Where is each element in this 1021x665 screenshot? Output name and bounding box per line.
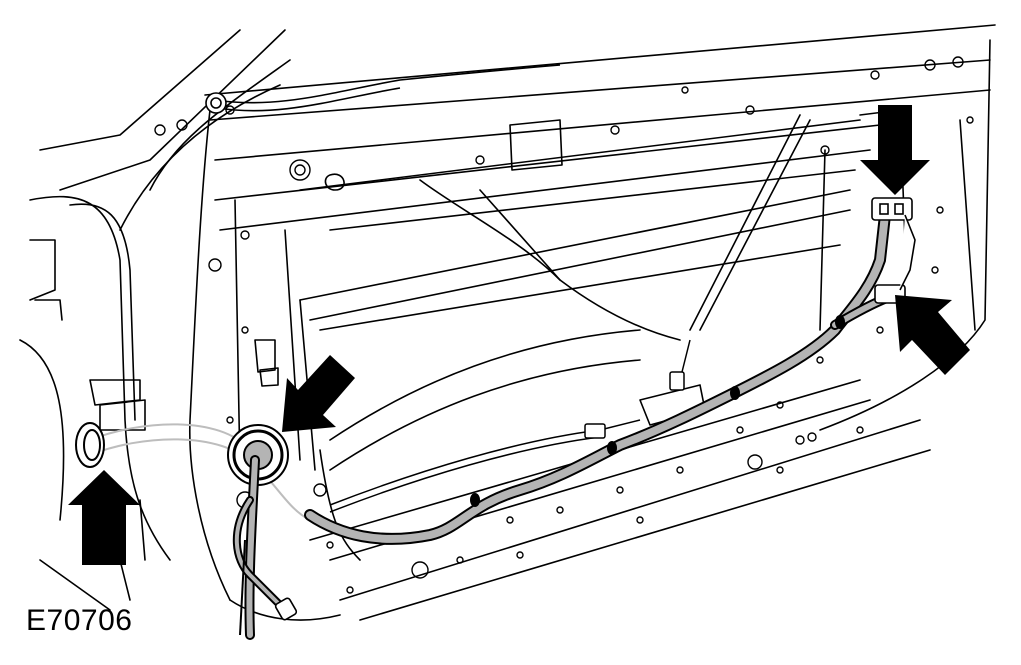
arrow-down-icon: [860, 105, 930, 195]
arrow-down-left-icon: [282, 355, 355, 432]
upper-cable: [214, 64, 561, 112]
door-frame-outline: [19, 24, 996, 621]
harness-drop-cable: [232, 455, 298, 640]
upper-right-connectors: [871, 197, 916, 304]
upper-cable-grommet: [205, 92, 227, 114]
mounting-holes: [154, 56, 974, 594]
figure-reference-code: E70706: [26, 604, 133, 637]
cable-connector-block: [584, 371, 685, 439]
drop-connector: [274, 597, 298, 621]
arrows: [68, 105, 970, 565]
arrow-up-icon: [68, 470, 140, 565]
regulator-cable: [329, 339, 691, 513]
arrow-up-left-icon: [895, 295, 970, 375]
wiring-harness: [304, 209, 900, 545]
pillar-grommet: [75, 422, 105, 468]
